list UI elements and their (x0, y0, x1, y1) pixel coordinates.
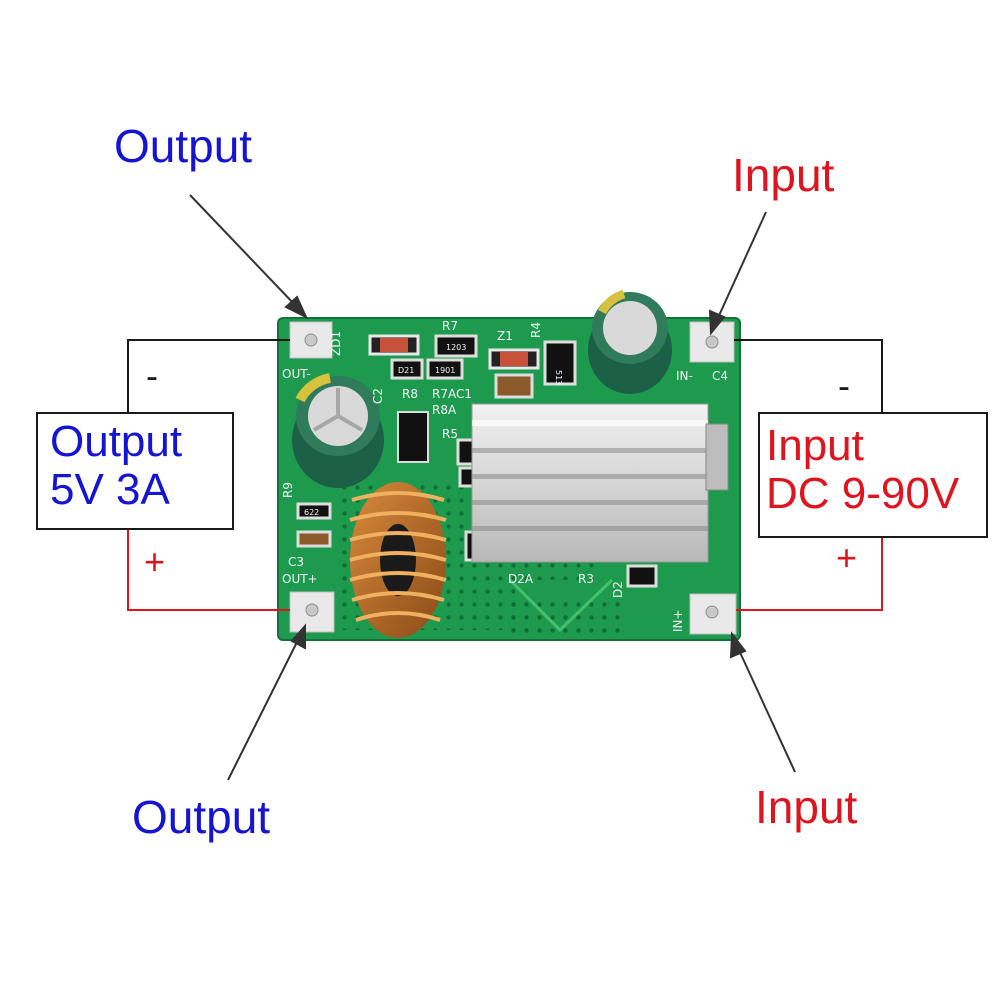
silk-c3: C3 (288, 555, 304, 569)
chip-d21: D21 (398, 366, 414, 375)
output-spec-box: Output 5V 3A (36, 412, 234, 530)
silk-zd1: ZD1 (329, 331, 343, 356)
silk-c4: C4 (712, 369, 728, 383)
capacitor-input (588, 289, 672, 394)
heat-sink (471, 403, 729, 563)
input-spec-box: Input DC 9-90V (758, 412, 988, 538)
capacitor-output (292, 373, 384, 488)
silk-r9: R9 (281, 482, 295, 498)
silk-in-minus: IN- (676, 369, 693, 383)
silk-in-plus: IN+ (671, 609, 685, 632)
arrow-input-top (708, 211, 767, 336)
silk-c2: C2 (371, 388, 385, 404)
chip-1901: 1901 (435, 366, 455, 375)
silkscreen-labels: ZD1 R7 Z1 R4 OUT- C2 R8 R7AC1 R8A R5 IN-… (281, 319, 728, 632)
silk-r8a: R8A (432, 403, 457, 417)
silk-out-minus: OUT- (282, 367, 311, 381)
output-minus-sign: - (146, 355, 158, 396)
input-spec-title: Input (766, 421, 864, 470)
input-spec-range: DC 9-90V (766, 468, 960, 518)
output-spec-rating: 5V 3A (50, 464, 170, 514)
wire-input-plus (736, 538, 883, 611)
silk-r3: R3 (578, 572, 594, 586)
arrow-output-top (189, 194, 309, 320)
arrow-output-bottom (227, 623, 306, 781)
chip-622: 622 (304, 508, 319, 517)
chip-1203: 1203 (446, 343, 466, 352)
silk-r4: R4 (529, 322, 543, 338)
callout-output-top: Output (114, 120, 253, 172)
wire-output-minus (127, 339, 290, 412)
output-spec-title: Output (50, 417, 183, 466)
silk-out-plus: OUT+ (282, 572, 318, 586)
input-minus-sign: - (838, 365, 850, 406)
toroid-inductor (349, 482, 447, 638)
silk-d2a: D2A (508, 572, 534, 586)
silk-d2: D2 (611, 581, 625, 598)
silk-r5: R5 (442, 427, 458, 441)
pad-in-plus (689, 593, 737, 635)
chip-513: 513 (554, 370, 563, 385)
silk-z1: Z1 (497, 329, 513, 343)
callout-input-top: Input (732, 149, 835, 201)
silk-r7ac1: R7AC1 (432, 387, 472, 401)
pad-out-plus (289, 591, 335, 633)
output-plus-sign: + (144, 541, 166, 582)
silk-r7: R7 (442, 319, 458, 333)
wire-output-plus (127, 530, 290, 611)
input-plus-sign: + (836, 537, 858, 578)
silk-r8: R8 (402, 387, 418, 401)
callout-input-bottom: Input (755, 781, 858, 833)
callout-output-bottom: Output (132, 791, 271, 843)
wire-input-minus (734, 339, 883, 412)
arrow-input-bottom (729, 631, 796, 773)
pad-out-minus (289, 321, 333, 359)
